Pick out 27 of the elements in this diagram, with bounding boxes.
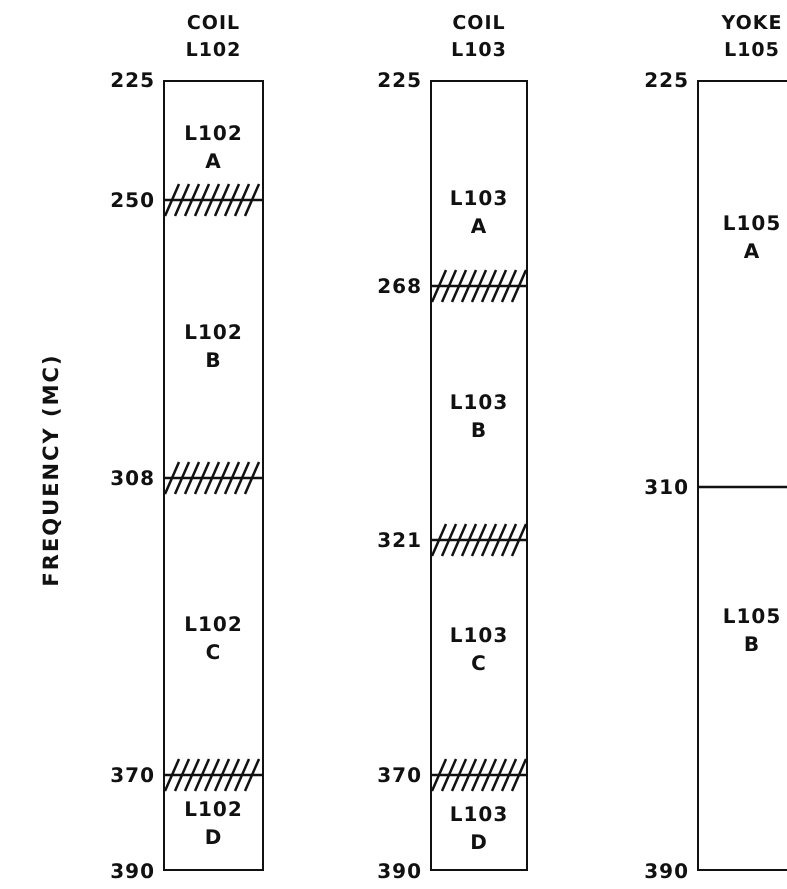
column-heading: COIL L103	[450, 11, 508, 63]
band-label: L102 B	[184, 319, 244, 374]
tick-label: 225	[376, 68, 422, 92]
band-label: L102 A	[184, 120, 244, 175]
column-heading: COIL L102	[184, 11, 242, 63]
tick-label: 390	[376, 859, 422, 883]
tick-label: 370	[376, 763, 422, 788]
band-label: L103 A	[449, 185, 509, 240]
band-label: L105 B	[722, 603, 782, 658]
axis-title: FREQUENCY (MC)	[39, 353, 63, 587]
band-label: L105 A	[722, 210, 782, 265]
tick-label: 390	[643, 859, 689, 883]
band-label: L103 D	[449, 801, 509, 856]
tick-label: 390	[109, 859, 155, 883]
tick-label: 225	[643, 68, 689, 92]
band-label: L102 D	[184, 796, 244, 851]
tick-label: 310	[643, 475, 689, 500]
tick-label: 268	[376, 274, 422, 298]
band-label: L103 C	[449, 622, 509, 677]
tick-label: 225	[109, 68, 155, 92]
tick-label: 321	[376, 528, 422, 552]
band-label: L103 B	[449, 389, 509, 444]
tick-label: 308	[109, 466, 155, 490]
band-label: L102 C	[184, 611, 244, 666]
tick-label: 370	[109, 763, 155, 788]
tick-label: 250	[109, 188, 155, 212]
column-heading: YOKE L105	[720, 11, 784, 63]
